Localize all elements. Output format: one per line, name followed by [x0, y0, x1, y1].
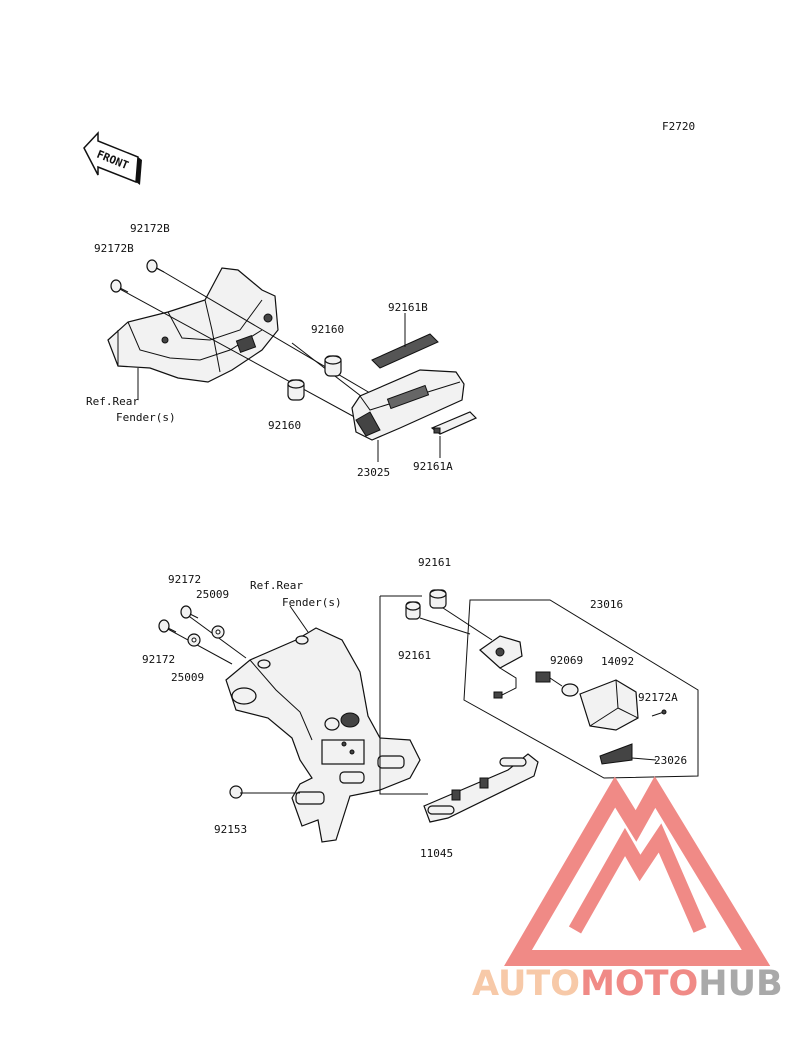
- bracket-icon: [430, 411, 478, 458]
- bolt-icon: [146, 259, 165, 273]
- bolt-icon: [229, 785, 248, 799]
- label-light-unit: 23025: [357, 466, 390, 479]
- label-washer-left: 25009: [171, 671, 204, 684]
- figure-code: F2720: [662, 120, 695, 133]
- label-screw: 92172A: [638, 691, 678, 704]
- license-lamp-frame: [463, 599, 699, 779]
- lower-fender-bracket: [225, 627, 421, 843]
- lens-icon: [579, 679, 639, 731]
- label-grommet-top: 92161: [418, 556, 451, 569]
- label-washer-top: 25009: [196, 588, 229, 601]
- label-pad: 92161B: [388, 301, 428, 314]
- plate-bracket: [423, 753, 539, 823]
- label-reflector: 23026: [654, 754, 687, 767]
- label-lens: 14092: [601, 655, 634, 668]
- bolt-icon: [110, 279, 129, 293]
- bolt-icon: [180, 605, 199, 619]
- label-bolt-top: 92172: [168, 573, 201, 586]
- watermark-auto: AUTO: [472, 964, 580, 1004]
- label-damper-lower: 92160: [268, 419, 301, 432]
- label-grommet-lower: 92161: [398, 649, 431, 662]
- grommet-icon: [405, 601, 421, 620]
- tail-light-unit: [351, 369, 465, 462]
- damper-icon: [324, 355, 342, 377]
- label-bolt-top: 92172B: [130, 222, 170, 235]
- label-ref-line2: Fender(s): [116, 411, 176, 424]
- washer-icon: [211, 625, 225, 639]
- label-bolt-left: 92172: [142, 653, 175, 666]
- damper-icon: [287, 379, 305, 401]
- leader-bolt-left: [165, 627, 233, 665]
- label-ref-line1: Ref.Rear: [86, 395, 139, 408]
- leader-grommet-lower: [419, 617, 471, 635]
- label-damper-upper: 92160: [311, 323, 344, 336]
- label-bracket: 92161A: [413, 460, 453, 473]
- washer-icon: [187, 633, 201, 647]
- upper-assembly: 92172B 92172B Ref.Rear Fender(s) 92160 9…: [86, 222, 478, 479]
- lower-assembly: 92172 25009 92172 25009 Ref.Rear Fender(…: [142, 556, 699, 860]
- watermark-text: AUTOMOTOHUB: [472, 964, 783, 1004]
- label-ref-line2: Fender(s): [282, 596, 342, 609]
- grommet-icon: [429, 589, 447, 609]
- reflector-icon: [599, 743, 657, 765]
- leader-grommet-shaft: [439, 605, 493, 641]
- front-arrow-icon: FRONT: [83, 131, 142, 185]
- bulb-icon: [535, 671, 579, 697]
- watermark-logo: AUTOMOTOHUB: [472, 776, 783, 1004]
- watermark-hub: HUB: [698, 964, 782, 1004]
- watermark-moto: MOTO: [580, 964, 698, 1004]
- label-bulb: 92069: [550, 654, 583, 667]
- bolt-icon: [158, 619, 177, 633]
- label-plate-bracket: 11045: [420, 847, 453, 860]
- label-license-lamp: 23016: [590, 598, 623, 611]
- pad-strip: [371, 313, 439, 369]
- rear-fender-bracket: [107, 267, 279, 383]
- lamp-holder: [479, 635, 523, 699]
- leader-bolt-left: [117, 287, 361, 421]
- leader-ref: [289, 605, 309, 633]
- label-ref-line1: Ref.Rear: [250, 579, 303, 592]
- label-bolt-left: 92172B: [94, 242, 134, 255]
- leader-grommet-frame: [379, 596, 428, 795]
- screw-icon: [651, 709, 667, 717]
- label-bolt-bottom: 92153: [214, 823, 247, 836]
- watermark-triangle-icon: [504, 776, 771, 966]
